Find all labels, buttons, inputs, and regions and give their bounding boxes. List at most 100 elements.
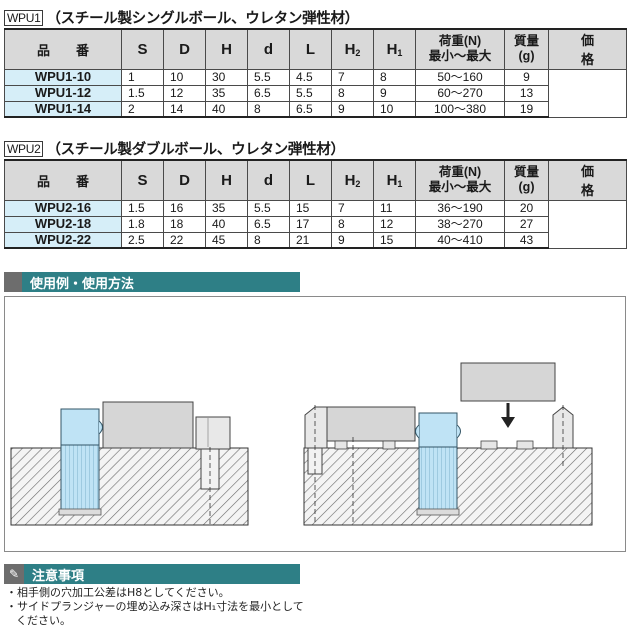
cell-h: 35 [205,84,248,102]
cell-d-upper: 14 [163,100,206,118]
caution-section-title: 注意事項 [32,568,85,584]
cell-h: 45 [205,231,248,249]
right-example [303,362,593,526]
header-h2: H2 [331,159,374,201]
header-h1: H1 [373,28,416,70]
cell-h1: 9 [373,84,416,102]
cell-d-upper: 18 [163,215,206,233]
cell-d-upper: 10 [163,68,206,86]
header-h1: H1 [373,159,416,201]
table-row: WPU2-22 2.5 22 45 8 21 9 15 40～410 43 [4,231,627,249]
cell-load: 38～270 [415,215,505,233]
section1-description: （スチール製シングルボール、ウレタン弾性材） [46,11,359,27]
table-row: WPU2-16 1.5 16 35 5.5 15 7 11 36～190 20 [4,199,627,249]
section1-title: WPU1 （スチール製シングルボール、ウレタン弾性材） [4,7,359,28]
table-header-row: 品番 S D H d L H2 H1 荷重(N)最小～最大 質量(g) 価格 [4,159,627,201]
usage-section-title: 使用例・使用方法 [30,276,135,292]
cell-h1: 8 [373,68,416,86]
plunger-ball [98,420,103,435]
cell-load: 40～410 [415,231,505,249]
cell-d-upper: 12 [163,84,206,102]
cell-mass: 27 [504,215,549,233]
header-mass: 質量(g) [504,28,549,70]
cell-l: 6.5 [289,100,332,118]
caution-notes: ・相手側の穴加工公差はH8としてください。 ・サイドプランジャーの埋め込み深さは… [6,586,306,628]
cell-mass: 20 [504,199,549,217]
cell-l: 4.5 [289,68,332,86]
cell-h1: 15 [373,231,416,249]
section1-code: WPU1 [4,9,44,26]
cell-h: 35 [205,199,248,217]
header-l: L [289,159,332,201]
cell-h2: 8 [331,84,374,102]
cell-h2: 7 [331,68,374,86]
cell-mass: 9 [504,68,549,86]
header-h2: H2 [331,28,374,70]
cell-l: 21 [289,231,332,249]
usage-diagram-drawing [10,362,593,526]
cell-d-upper: 22 [163,231,206,249]
cell-s: 2 [121,100,164,118]
header-l: L [289,28,332,70]
cell-load: 60～270 [415,84,505,102]
section2-title: WPU2 （スチール製ダブルボール、ウレタン弾性材） [4,138,345,159]
spec-table-wpu1: 品番 S D H d L H2 H1 荷重(N)最小～最大 質量(g) 価格 W… [4,28,627,118]
cell-h1: 11 [373,199,416,217]
table-row: WPU1-10 1 10 30 5.5 4.5 7 8 50～160 9 [4,68,627,118]
header-model: 品番 [4,159,122,201]
cell-l: 17 [289,215,332,233]
table-row: WPU1-14 2 14 40 8 6.5 9 10 100～380 19 [4,100,627,118]
table-header-row: 品番 S D H d L H2 H1 荷重(N)最小～最大 質量(g) 価格 [4,28,627,70]
header-mass: 質量(g) [504,159,549,201]
usage-diagram [4,296,626,552]
cell-h: 40 [205,215,248,233]
cell-price [548,199,627,249]
header-load: 荷重(N)最小～最大 [415,159,505,201]
header-price: 価格 [548,28,627,70]
table-row: WPU2-18 1.8 18 40 6.5 17 8 12 38～270 27 [4,215,627,233]
cell-l: 5.5 [289,84,332,102]
table-row: WPU1-12 1.5 12 35 6.5 5.5 8 9 60～270 13 [4,84,627,102]
cell-h1: 12 [373,215,416,233]
cell-model: WPU1-12 [4,84,122,102]
cell-mass: 13 [504,84,549,102]
cell-model: WPU1-14 [4,100,122,118]
cell-mass: 19 [504,100,549,118]
header-h: H [205,28,248,70]
header-d-lower: d [247,159,290,201]
cell-h2: 7 [331,199,374,217]
cell-s: 1 [121,68,164,86]
cell-d-lower: 5.5 [247,199,290,217]
cell-d-lower: 8 [247,231,290,249]
cell-s: 2.5 [121,231,164,249]
left-locating-pin [195,416,231,450]
cell-h: 30 [205,68,248,86]
cell-d-lower: 6.5 [247,215,290,233]
cell-model: WPU2-22 [4,231,122,249]
right-workpiece [326,406,416,442]
cell-d-lower: 6.5 [247,84,290,102]
header-model: 品番 [4,28,122,70]
right-locating-pin-left [304,406,328,449]
cell-model: WPU2-16 [4,199,122,217]
cell-d-upper: 16 [163,199,206,217]
cell-h2: 9 [331,231,374,249]
cell-model: WPU2-18 [4,215,122,233]
cell-s: 1.5 [121,199,164,217]
cell-s: 1.5 [121,84,164,102]
cell-load: 100～380 [415,100,505,118]
cell-l: 15 [289,199,332,217]
header-price: 価格 [548,159,627,201]
section2-description: （スチール製ダブルボール、ウレタン弾性材） [46,142,345,158]
header-s: S [121,28,164,70]
spec-table-wpu2: 品番 S D H d L H2 H1 荷重(N)最小～最大 質量(g) 価格 W… [4,159,627,249]
note-item: ・サイドプランジャーの埋め込み深さはH₁寸法を最小としてください。 [6,600,304,627]
caution-section-bar: ✎ 注意事項 [4,564,300,584]
bar-tab-marker [4,272,22,292]
incoming-workpiece [460,362,556,402]
cell-s: 1.8 [121,215,164,233]
cell-load: 50～160 [415,68,505,86]
note-item: ・相手側の穴加工公差はH8としてください。 [6,586,230,599]
cell-d-lower: 8 [247,100,290,118]
header-d-upper: D [163,159,206,201]
